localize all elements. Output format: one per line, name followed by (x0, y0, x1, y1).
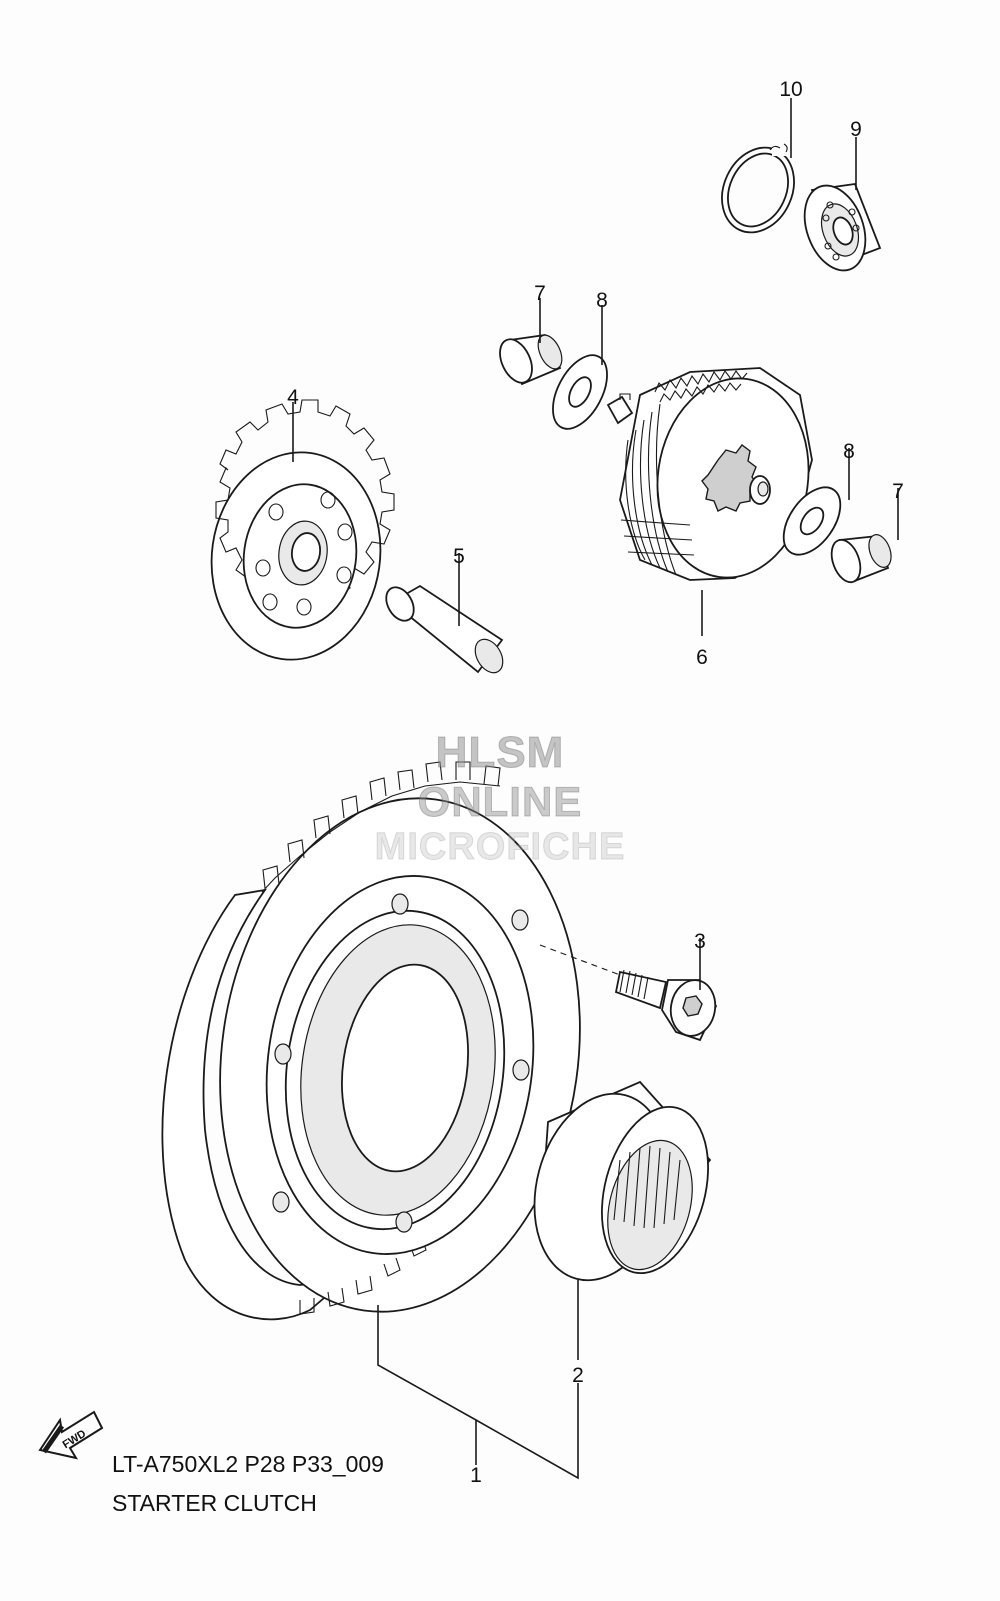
callout-8-upper: 8 (596, 289, 608, 312)
watermark-line-3: MICROFICHE (374, 826, 626, 869)
bushing-part-upper[interactable] (494, 331, 567, 387)
shaft-part[interactable] (381, 582, 509, 677)
callout-3: 3 (694, 930, 706, 953)
bolt-part[interactable] (614, 969, 720, 1042)
callout-9: 9 (850, 118, 862, 141)
watermark-line-2: ONLINE (417, 778, 583, 826)
diagram-title: STARTER CLUTCH (112, 1490, 317, 1516)
starter-clutch-gear-part[interactable] (161, 761, 612, 1335)
washer-part-lower[interactable] (772, 477, 852, 564)
callout-8-lower: 8 (843, 440, 855, 463)
watermark-line-1: HLSM (435, 728, 565, 778)
callout-2: 2 (572, 1364, 584, 1387)
callout-6: 6 (696, 646, 708, 669)
callout-4: 4 (287, 386, 299, 409)
callout-5: 5 (453, 545, 465, 568)
idler-gear-part[interactable] (198, 399, 395, 671)
starter-clutch-assembly-part[interactable] (606, 367, 821, 587)
callout-7-upper: 7 (534, 282, 546, 305)
diagram-code: LT-A750XL2 P28 P33_009 (112, 1451, 384, 1477)
leader-lines (292, 98, 899, 1480)
callout-1: 1 (470, 1464, 482, 1487)
circlip-part[interactable] (709, 136, 808, 244)
callout-10: 10 (779, 78, 802, 101)
washer-part-upper[interactable] (542, 346, 618, 437)
bearing-part[interactable] (794, 177, 882, 279)
fwd-arrow-icon: FWD (38, 1410, 104, 1460)
one-way-clutch-part[interactable] (515, 1079, 726, 1296)
bushing-part-lower[interactable] (826, 532, 895, 587)
callout-7-lower: 7 (892, 480, 904, 503)
callout-labels: 1 2 3 4 5 6 7 8 7 8 9 10 (287, 78, 904, 1487)
